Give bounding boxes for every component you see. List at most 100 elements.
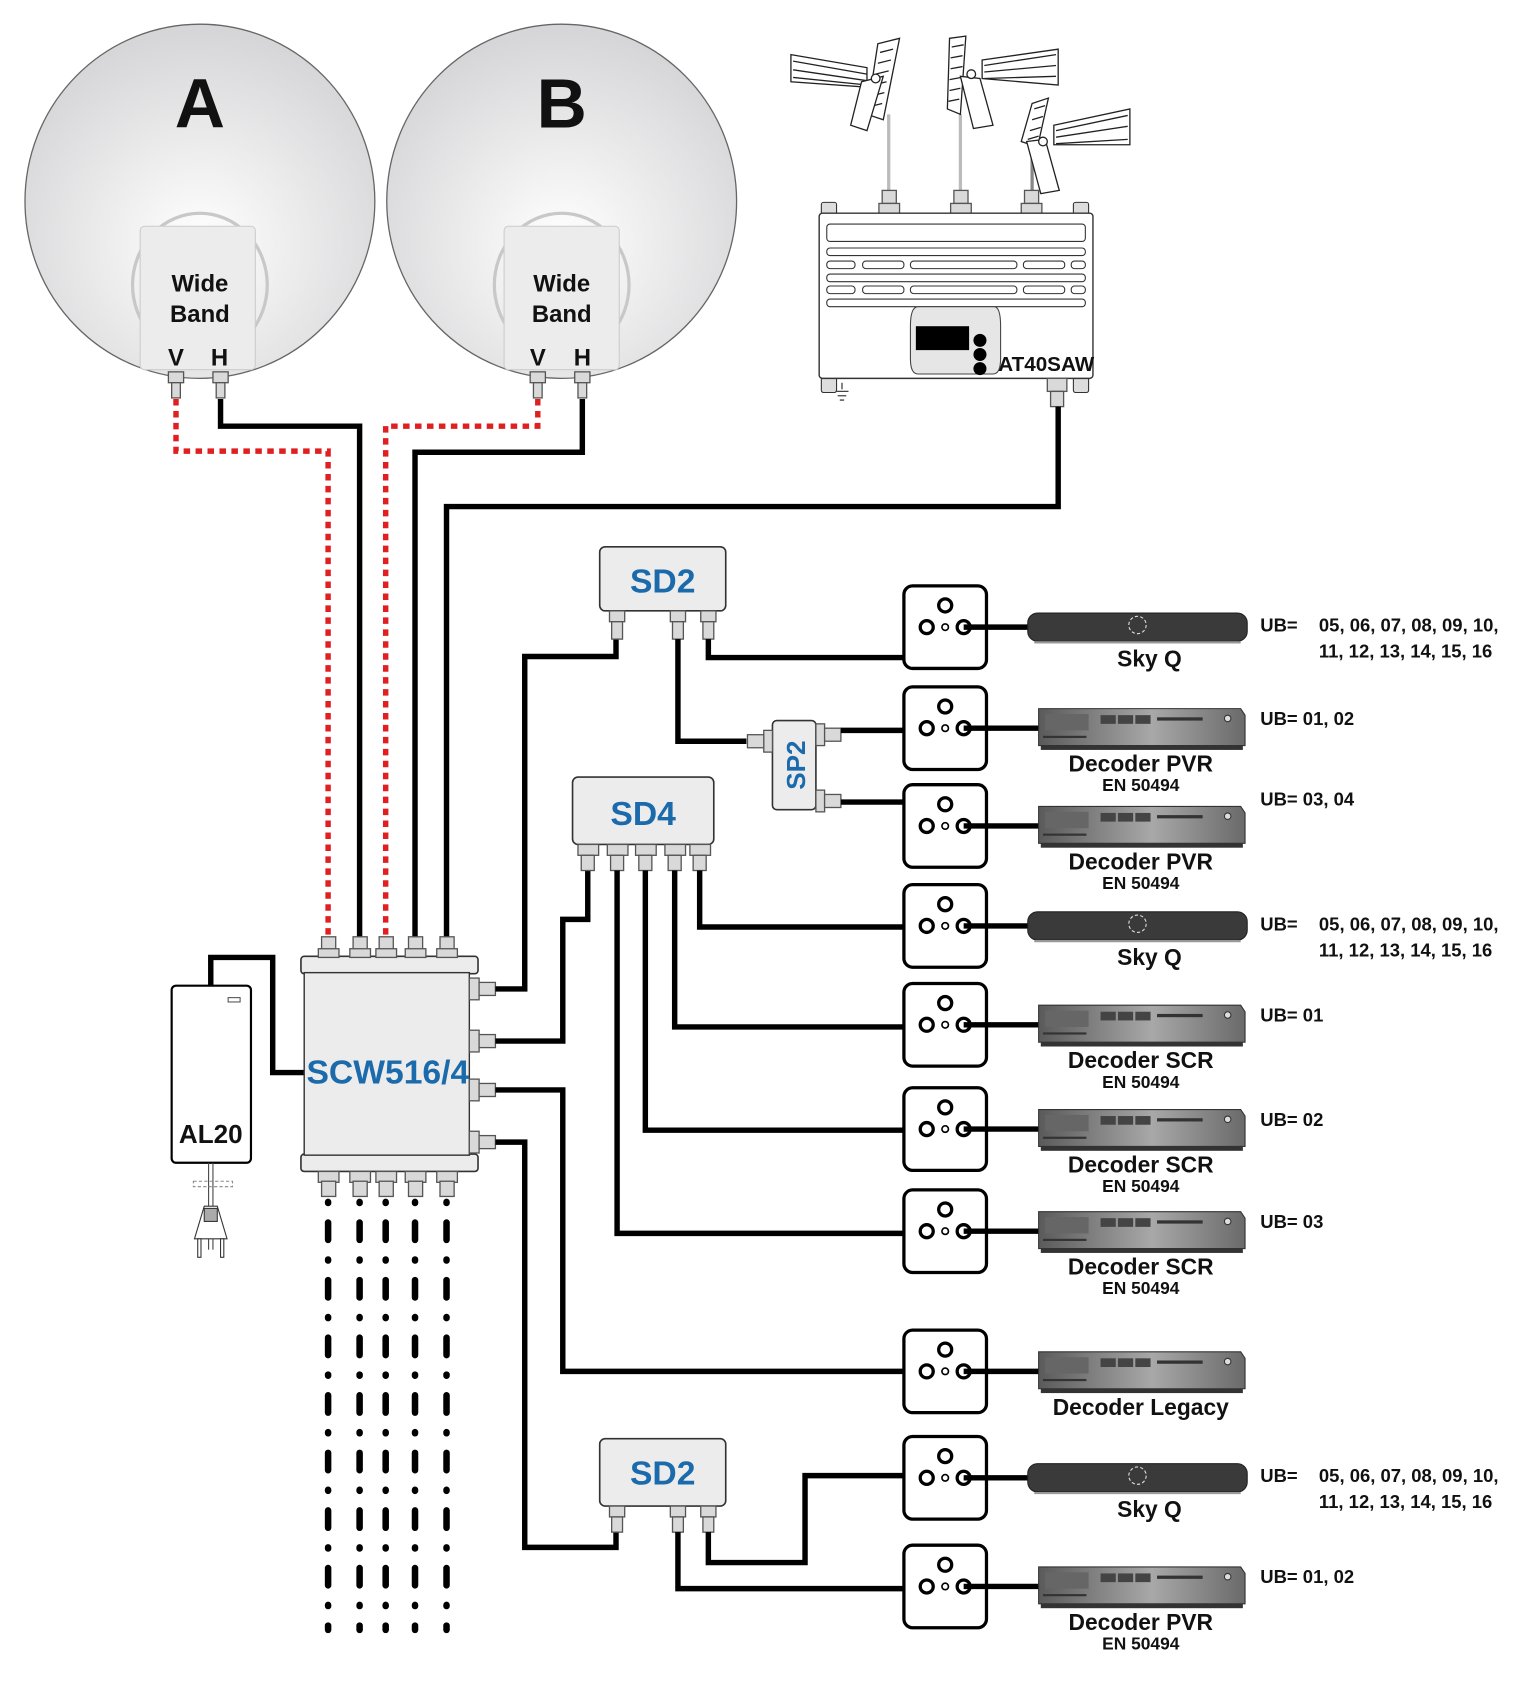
cable-sd2b-pvr [675,1532,905,1592]
receiver-name: Decoder SCR [1068,1047,1214,1073]
cable-sd2-skyq [705,639,905,661]
receiver-name: Sky Q [1117,1496,1182,1522]
decoder-box-icon [1038,1566,1246,1609]
splitter-sd4: SD4 [571,776,715,872]
skyq-box-icon [1027,612,1248,644]
ub-label: UB= 01 [1260,1005,1323,1026]
cable-a-v [173,399,331,937]
switch-cascade-connectors [317,1170,459,1198]
receiver-name: Decoder PVR [1069,848,1213,874]
cable-sd4-scr03 [614,870,905,1237]
amp-button [973,333,987,347]
switch-input-connectors [317,936,459,959]
ub-values: 05, 06, 07, 08, 09, 10, [1319,913,1499,934]
ub-values: 11, 12, 13, 14, 15, 16 [1319,939,1492,960]
lnb-a-h-connector [215,382,226,399]
dish-b: B Wide Band V H [386,23,738,399]
receiver-name: Sky Q [1117,944,1182,970]
decoder-box-icon [1038,1108,1246,1151]
multiswitch-label: SCW516/4 [306,1054,469,1091]
decoder-box-icon [1038,805,1246,848]
antenna-icon [946,35,1059,191]
antenna-icon [790,37,901,191]
lnb-b [503,225,620,371]
cable-b-v [382,399,541,937]
ub-label: UB= [1260,614,1298,635]
ub-label: UB= [1260,1465,1298,1486]
input-cables [173,399,1061,937]
splitter-sd2-top: SD2 [598,545,727,640]
cable-terrestrial [443,406,1061,937]
amp-button [973,362,987,376]
dish-b-label: B [537,64,587,142]
lnb-a-line1: Wide [171,270,228,297]
sd4-label: SD4 [610,796,676,833]
lnb-b-v-connector [529,371,547,384]
receiver-standard: EN 50494 [1102,775,1180,795]
multiswitch-scw516-4: SCW516/4 [300,936,497,1198]
power-supply-al20: AL20 [170,954,305,1258]
ub-values: 11, 12, 13, 14, 15, 16 [1319,641,1492,662]
ub-values: 05, 06, 07, 08, 09, 10, [1319,1465,1499,1486]
receiver-row: Sky QUB=05, 06, 07, 08, 09, 10,11, 12, 1… [902,584,1498,671]
decoder-box-icon [1038,708,1246,750]
ub-values: 11, 12, 13, 14, 15, 16 [1319,1491,1492,1512]
receiver-row: Sky Q UB= 05, 06, 07, 08, 09, 10, 11, 12, 1… [902,883,1499,970]
cable-sd4-skyq [696,870,905,930]
wall-outlet-icon [902,1434,989,1521]
cable-sd4-scr02 [642,870,905,1133]
amp-button [973,347,987,361]
ub-label: UB= 03, 04 [1260,788,1355,809]
terrestrial-antennas [790,35,1131,195]
receiver-endpoints: Sky Q UB= 05, 06, 07, 08, 09, 10, 11, 12, 1… [902,584,1499,1653]
power-supply-label: AL20 [179,1119,243,1149]
lnb-a-port-h: H [211,344,228,371]
lnb-a [139,225,256,371]
splitter-sp2: SP2 [746,719,842,813]
dish-a: A Wide Band V H [24,23,376,399]
receiver-standard: EN 50494 [1102,873,1180,893]
ub-label: UB= [1260,913,1298,934]
lnb-b-port-h: H [574,344,591,371]
amplifier-at40saw: AT40SAW [818,189,1095,408]
power-cable [208,954,305,1076]
wall-outlet-icon [902,783,989,869]
cable-sd2b-skyq [705,1472,905,1566]
receiver-name: Sky Q [1117,645,1182,671]
lnb-a-line2: Band [170,301,230,328]
receiver-name: Decoder PVR [1069,1609,1213,1635]
cable-sd4-scr01 [671,870,905,1030]
ub-label: UB= 01, 02 [1260,708,1354,729]
skyq-box-icon [1027,911,1248,943]
lnb-a-port-v: V [168,344,184,371]
ub-label: UB= 02 [1260,1109,1323,1130]
amplifier-model-label: AT40SAW [998,353,1094,376]
wall-outlet-icon [902,1086,989,1172]
decoder-box-icon [1038,1004,1246,1047]
decoder-box-icon [1038,1211,1246,1253]
display-screen [915,326,970,351]
ground-icon [835,382,849,401]
receiver-row: Decoder Legacy [902,1328,1246,1420]
lnb-a-v-connector [167,371,185,384]
lnb-b-h-connector [574,371,591,384]
lnb-b-v-connector [532,382,543,399]
lnb-b-h-connector [577,382,588,399]
receiver-standard: EN 50494 [1102,1633,1180,1653]
dish-a-label: A [175,64,225,142]
lnb-b-port-v: V [530,344,546,371]
receiver-standard: EN 50494 [1102,1278,1180,1298]
cascade-cables [324,1198,450,1634]
receiver-name: Decoder SCR [1068,1254,1214,1280]
receiver-row: Sky Q UB= 05, 06, 07, 08, 09, 10, 11, 12, 1… [902,1434,1499,1522]
cable-sd2-sp2 [675,639,747,744]
sd2-top-label: SD2 [630,563,695,600]
output-cables [495,639,905,1551]
receiver-name: Decoder Legacy [1053,1394,1229,1420]
skyq-box-icon [1027,1463,1248,1495]
splitter-sd2-bottom: SD2 [598,1437,727,1533]
